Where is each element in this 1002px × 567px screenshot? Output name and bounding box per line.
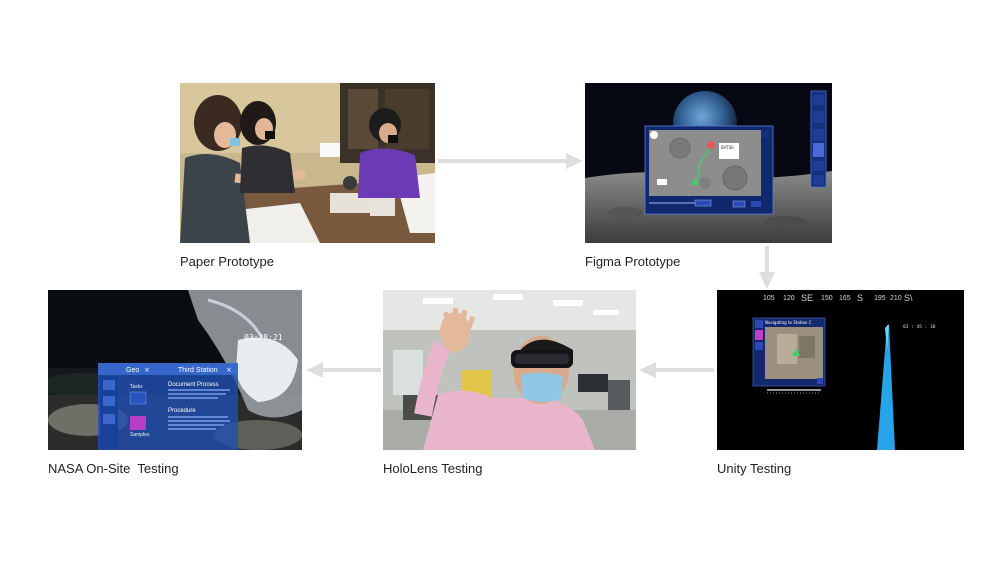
compass-tick-210: 210 [890, 295, 902, 302]
unity-testing-screen: 105 120 SE 150 165 S 195 210 S\ Navigati… [717, 290, 964, 450]
unity-timer: 03 : 45 : 18 [903, 324, 936, 330]
compass-tick-sw: S\ [904, 293, 913, 303]
step-label-unity-testing: Unity Testing [717, 461, 792, 476]
nasa-timer: 03:28:21 [244, 333, 283, 342]
compass-tick-195: 195 [874, 295, 886, 302]
nasa-station-title: Third Station [178, 367, 218, 374]
figma-prototype-screen: BATSII [585, 83, 832, 243]
compass-tick-120: 120 [783, 295, 795, 302]
nasa-section-document: Document Process [168, 382, 219, 388]
nasa-section-procedure: Procedure [168, 408, 196, 414]
arrow-left-2 [305, 360, 381, 380]
unity-panel-title: Navigating to Station C [765, 320, 812, 325]
paper-prototype-photo [180, 83, 435, 243]
compass-tick-150: 150 [821, 295, 833, 302]
compass-tick-se: SE [801, 293, 813, 303]
arrow-down [757, 246, 777, 290]
figma-stat-label: BATSII [721, 145, 734, 150]
nasa-onsite-testing-photo: 03:28:21 Geo × Third Station × Tasks Sam… [48, 290, 302, 450]
hololens-testing-photo [383, 290, 636, 450]
nasa-tab-geo: Geo [126, 367, 139, 374]
nasa-close-panel-icon: × [226, 366, 232, 374]
nasa-close-tab-icon: × [144, 366, 150, 374]
step-label-hololens-testing: HoloLens Testing [383, 461, 483, 476]
step-label-paper-prototype: Paper Prototype [180, 254, 274, 269]
step-label-figma-prototype: Figma Prototype [585, 254, 681, 269]
nasa-side-item-samples: Samples [130, 432, 150, 438]
step-label-nasa-onsite-testing: NASA On-Site Testing [48, 461, 179, 476]
nasa-side-item-tasks: Tasks [130, 384, 143, 390]
arrow-left-1 [638, 360, 714, 380]
compass-tick-105: 105 [763, 295, 775, 302]
compass-tick-s: S [857, 293, 863, 303]
compass-tick-165: 165 [839, 295, 851, 302]
arrow-right-1 [438, 151, 584, 171]
